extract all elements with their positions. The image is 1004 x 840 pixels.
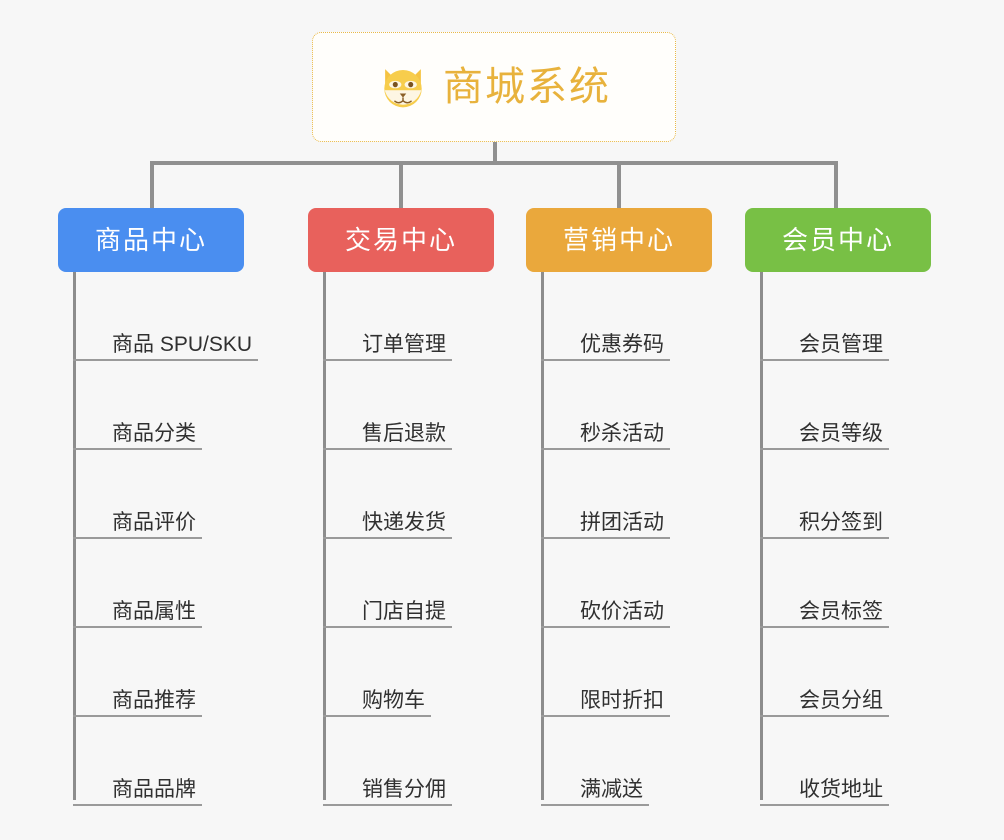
category-column-2: 交易中心 订单管理售后退款快递发货门店自提购物车销售分佣 <box>308 208 548 806</box>
leaf-item-label: 收货地址 <box>799 778 883 801</box>
leaf-item[interactable]: 商品评价 <box>73 450 298 539</box>
leaf-item-label: 会员管理 <box>799 333 883 356</box>
leaf-item-label: 商品评价 <box>112 511 196 534</box>
leaf-item[interactable]: 秒杀活动 <box>541 361 766 450</box>
leaf-item-underline <box>73 804 202 806</box>
connector-root-stem <box>493 142 497 165</box>
category-items-1: 商品 SPU/SKU 商品分类商品评价商品属性商品推荐商品品牌 <box>73 272 298 806</box>
leaf-item-label: 会员等级 <box>799 422 883 445</box>
leaf-item-underline <box>73 359 258 361</box>
leaf-item[interactable]: 积分签到 <box>760 450 985 539</box>
leaf-item-label: 会员标签 <box>799 600 883 623</box>
leaf-item[interactable]: 优惠券码 <box>541 272 766 361</box>
leaf-item-label: 商品 SPU/SKU <box>112 333 253 356</box>
leaf-item[interactable]: 购物车 <box>323 628 548 717</box>
leaf-item-underline <box>760 537 889 539</box>
leaf-item-label: 售后退款 <box>362 422 446 445</box>
leaf-item-underline <box>760 804 889 806</box>
leaf-item-underline <box>541 804 649 806</box>
root-node-mall-system[interactable]: 商城系统 <box>312 32 676 142</box>
leaf-item[interactable]: 限时折扣 <box>541 628 766 717</box>
leaf-item[interactable]: 销售分佣 <box>323 717 548 806</box>
connector-drop-3 <box>617 161 621 208</box>
leaf-item-label: 秒杀活动 <box>580 422 664 445</box>
leaf-item-underline <box>323 448 452 450</box>
leaf-item-label: 满减送 <box>580 778 643 801</box>
connector-drop-2 <box>399 161 403 208</box>
leaf-item-underline <box>760 359 889 361</box>
leaf-item[interactable]: 砍价活动 <box>541 539 766 628</box>
leaf-item-label: 快递发货 <box>362 511 446 534</box>
leaf-item[interactable]: 会员分组 <box>760 628 985 717</box>
leaf-item-underline <box>541 626 670 628</box>
leaf-item[interactable]: 满减送 <box>541 717 766 806</box>
leaf-item-underline <box>73 715 202 717</box>
leaf-item-underline <box>760 626 889 628</box>
leaf-item-label: 订单管理 <box>362 333 446 356</box>
leaf-item[interactable]: 拼团活动 <box>541 450 766 539</box>
category-spine-3 <box>541 272 544 800</box>
connector-drop-4 <box>834 161 838 208</box>
category-header-3[interactable]: 营销中心 <box>526 208 712 272</box>
leaf-item[interactable]: 会员等级 <box>760 361 985 450</box>
leaf-item[interactable]: 会员管理 <box>760 272 985 361</box>
leaf-item-label: 门店自提 <box>362 600 446 623</box>
leaf-item-label: 积分签到 <box>799 511 883 534</box>
category-header-2[interactable]: 交易中心 <box>308 208 494 272</box>
connector-horizontal-bus <box>150 161 838 165</box>
leaf-item-label: 限时折扣 <box>580 689 664 712</box>
leaf-item[interactable]: 订单管理 <box>323 272 548 361</box>
leaf-item-label: 会员分组 <box>799 689 883 712</box>
category-column-4: 会员中心 会员管理会员等级积分签到会员标签会员分组收货地址 <box>745 208 985 806</box>
leaf-item-underline <box>73 537 202 539</box>
leaf-item-underline <box>73 448 202 450</box>
category-spine-2 <box>323 272 326 800</box>
category-header-4[interactable]: 会员中心 <box>745 208 931 272</box>
leaf-item-underline <box>323 537 452 539</box>
leaf-item[interactable]: 会员标签 <box>760 539 985 628</box>
leaf-item[interactable]: 商品品牌 <box>73 717 298 806</box>
leaf-item-underline <box>760 448 889 450</box>
leaf-item-label: 商品分类 <box>112 422 196 445</box>
leaf-item-label: 商品品牌 <box>112 778 196 801</box>
category-items-4: 会员管理会员等级积分签到会员标签会员分组收货地址 <box>760 272 985 806</box>
leaf-item[interactable]: 售后退款 <box>323 361 548 450</box>
leaf-item-underline <box>760 715 889 717</box>
leaf-item-underline <box>541 715 670 717</box>
category-column-3: 营销中心 优惠券码秒杀活动拼团活动砍价活动限时折扣满减送 <box>526 208 766 806</box>
leaf-item-underline <box>541 448 670 450</box>
connector-drop-1 <box>150 161 154 208</box>
leaf-item-label: 购物车 <box>362 689 425 712</box>
leaf-item[interactable]: 商品分类 <box>73 361 298 450</box>
leaf-item-label: 销售分佣 <box>362 778 446 801</box>
leaf-item-underline <box>541 537 670 539</box>
category-items-3: 优惠券码秒杀活动拼团活动砍价活动限时折扣满减送 <box>541 272 766 806</box>
leaf-item-label: 拼团活动 <box>580 511 664 534</box>
leaf-item-underline <box>323 359 452 361</box>
category-items-2: 订单管理售后退款快递发货门店自提购物车销售分佣 <box>323 272 548 806</box>
leaf-item[interactable]: 商品推荐 <box>73 628 298 717</box>
leaf-item[interactable]: 商品 SPU/SKU <box>73 272 298 361</box>
leaf-item-label: 砍价活动 <box>580 600 664 623</box>
category-spine-4 <box>760 272 763 800</box>
category-header-1[interactable]: 商品中心 <box>58 208 244 272</box>
leaf-item-underline <box>323 715 431 717</box>
leaf-item-label: 商品属性 <box>112 600 196 623</box>
shiba-dog-face-icon <box>384 69 422 108</box>
leaf-item-label: 优惠券码 <box>580 333 664 356</box>
leaf-item[interactable]: 商品属性 <box>73 539 298 628</box>
leaf-item[interactable]: 快递发货 <box>323 450 548 539</box>
category-spine-1 <box>73 272 76 800</box>
root-node-title: 商城系统 <box>443 65 611 109</box>
leaf-item-underline <box>541 359 670 361</box>
leaf-item-underline <box>323 804 452 806</box>
leaf-item[interactable]: 门店自提 <box>323 539 548 628</box>
leaf-item-underline <box>323 626 452 628</box>
leaf-item-label: 商品推荐 <box>112 689 196 712</box>
leaf-item[interactable]: 收货地址 <box>760 717 985 806</box>
category-column-1: 商品中心 商品 SPU/SKU 商品分类商品评价商品属性商品推荐商品品牌 <box>58 208 298 806</box>
leaf-item-underline <box>73 626 202 628</box>
